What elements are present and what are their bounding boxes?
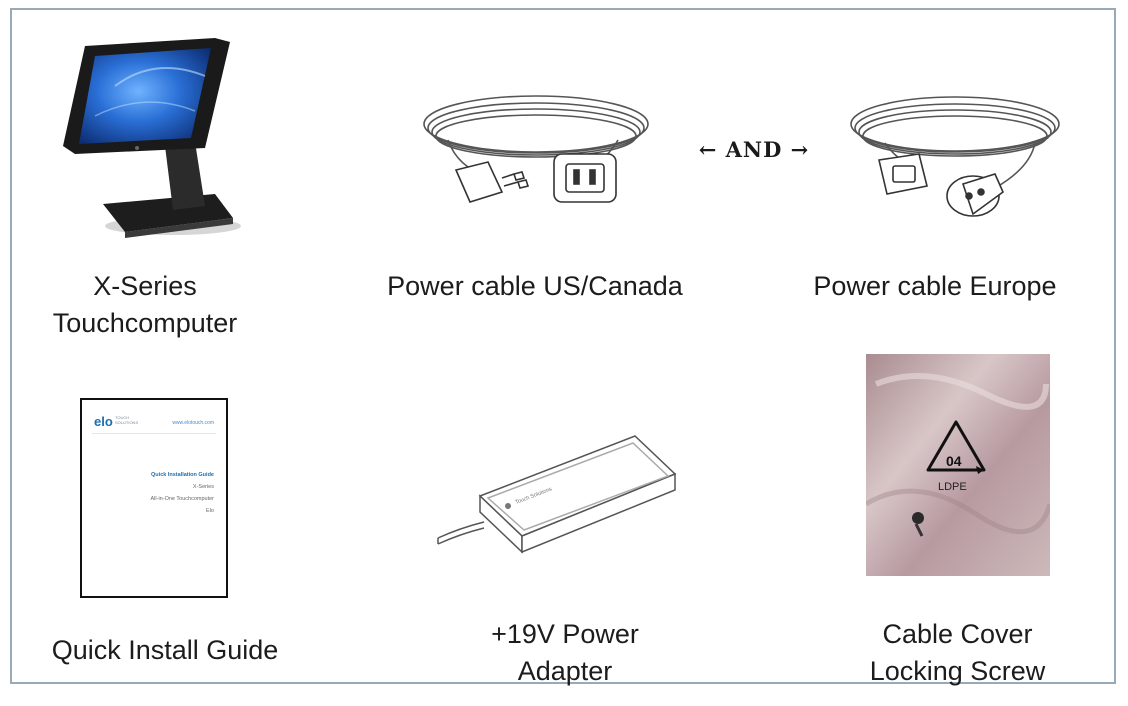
quick-install-guide-label: Quick Install Guide [51, 635, 279, 665]
elo-logo: elo [94, 414, 113, 429]
guide-line-1: X-Series [192, 484, 214, 490]
guide-divider [92, 433, 216, 434]
power-cable-europe-label: Power cable Europe [813, 271, 1057, 301]
guide-line-2: All-in-One Touchcomputer [150, 496, 214, 502]
power-cable-europe-image [850, 96, 1060, 217]
guide-line-3: Elo [206, 508, 214, 514]
guide-title: Quick Installation Guide [151, 472, 214, 478]
right-arrow-icon: → [790, 137, 810, 162]
recycle-material-text: LDPE [938, 481, 967, 493]
power-cable-us-label: Power cable US/Canada [387, 271, 683, 301]
power-adapter-image: Touch Solutions [437, 435, 677, 554]
touchcomputer-image [63, 38, 241, 238]
quick-install-guide-image: elo TOUCH SOLUTIONS www.elotouch.com Qui… [80, 398, 228, 598]
elo-logo-subtitle: TOUCH SOLUTIONS [115, 415, 139, 425]
screw-icon [912, 512, 924, 537]
guide-url: www.elotouch.com [172, 420, 214, 426]
recycle-code-text: 04 [946, 453, 962, 469]
locking-screw-label: Cable Cover Locking Screw [869, 619, 1046, 686]
and-text: AND [725, 137, 783, 162]
and-connector: ← AND → [684, 137, 824, 162]
power-cable-us-image [423, 95, 649, 203]
locking-screw-bag-image: 04 LDPE [866, 354, 1050, 576]
power-adapter-label: +19V Power Adapter [491, 619, 639, 686]
touchcomputer-label: X-Series Touchcomputer [52, 271, 238, 338]
left-arrow-icon: ← [698, 137, 718, 162]
